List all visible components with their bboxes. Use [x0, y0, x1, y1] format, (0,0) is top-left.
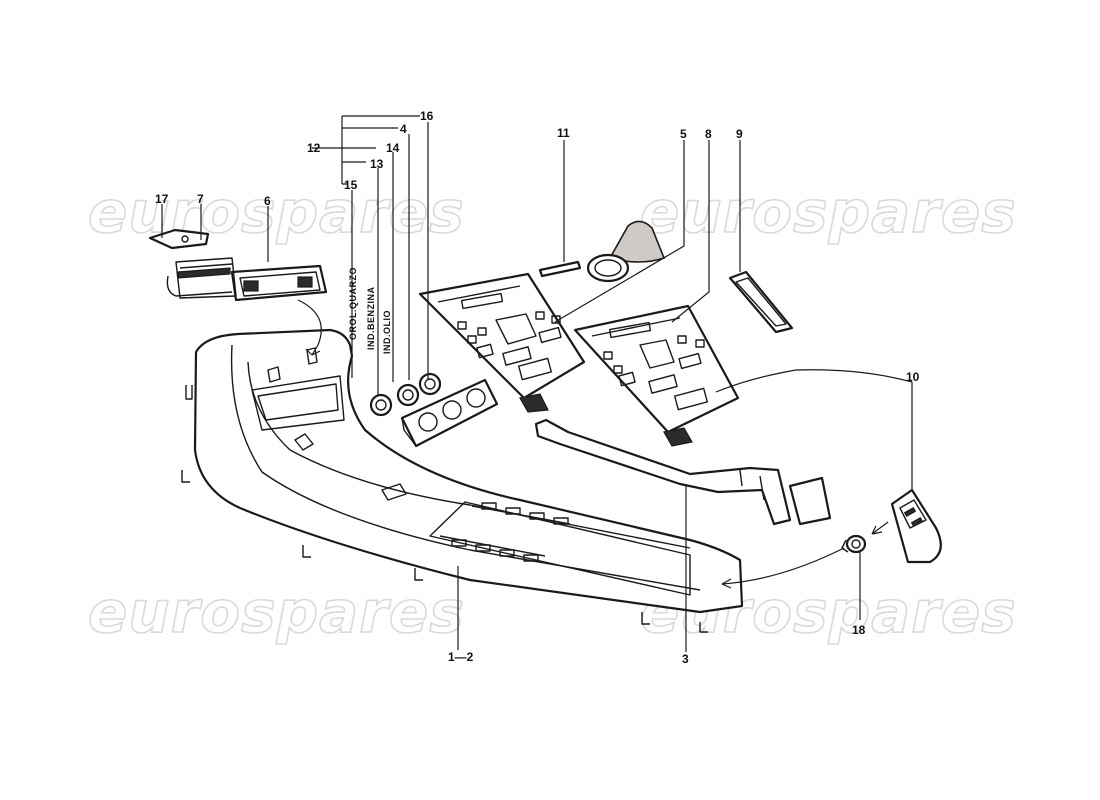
support-bracket — [534, 418, 832, 526]
watermark-top-left: eurospares — [88, 178, 465, 246]
callout-12: 12 — [307, 141, 321, 155]
callout-numbers: 16 4 12 14 13 15 17 7 6 11 5 8 9 10 3 1—… — [155, 109, 920, 666]
gear-knob-parts — [538, 220, 666, 283]
callout-18: 18 — [852, 623, 866, 637]
arrow-clock-to-console — [297, 299, 322, 356]
leader-lines — [161, 115, 913, 652]
callout-15: 15 — [344, 178, 358, 192]
console-tunnel — [181, 328, 744, 633]
watermark-top-right: eurospares — [640, 178, 1017, 246]
callout-9: 9 — [736, 127, 743, 141]
watermark-bottom-left: eurospares — [88, 578, 465, 646]
watermark-group: eurospares eurospares eurospares eurospa… — [87, 177, 1017, 647]
callout-6: 6 — [264, 194, 271, 208]
callout-13: 13 — [370, 157, 384, 171]
clock-assembly — [148, 228, 328, 302]
ashtray-assembly — [841, 488, 942, 564]
callout-4: 4 — [400, 122, 407, 136]
callout-1-2: 1—2 — [448, 650, 474, 664]
arrows — [297, 299, 889, 589]
selector-plate — [728, 270, 794, 334]
label-fuel-gauge: IND.BENZINA — [366, 287, 376, 351]
switch-panel-right — [573, 304, 740, 447]
callout-3: 3 — [682, 652, 689, 666]
callout-11: 11 — [557, 126, 570, 140]
switch-panel-left — [418, 272, 586, 413]
callout-16: 16 — [420, 109, 434, 123]
arrow-ashtray-to-lamp — [871, 521, 889, 535]
callout-5: 5 — [680, 127, 687, 141]
callout-7: 7 — [197, 192, 204, 206]
callout-14: 14 — [386, 141, 400, 155]
callout-10: 10 — [906, 370, 920, 384]
label-oil-gauge: IND.OLIO — [382, 310, 392, 354]
arrow-lamp-to-tray — [721, 547, 845, 585]
callout-17: 17 — [155, 192, 169, 206]
gauge-cluster — [369, 372, 499, 448]
callout-8: 8 — [705, 127, 712, 141]
label-quartz-clock: OROL.QUARZO — [348, 267, 358, 340]
